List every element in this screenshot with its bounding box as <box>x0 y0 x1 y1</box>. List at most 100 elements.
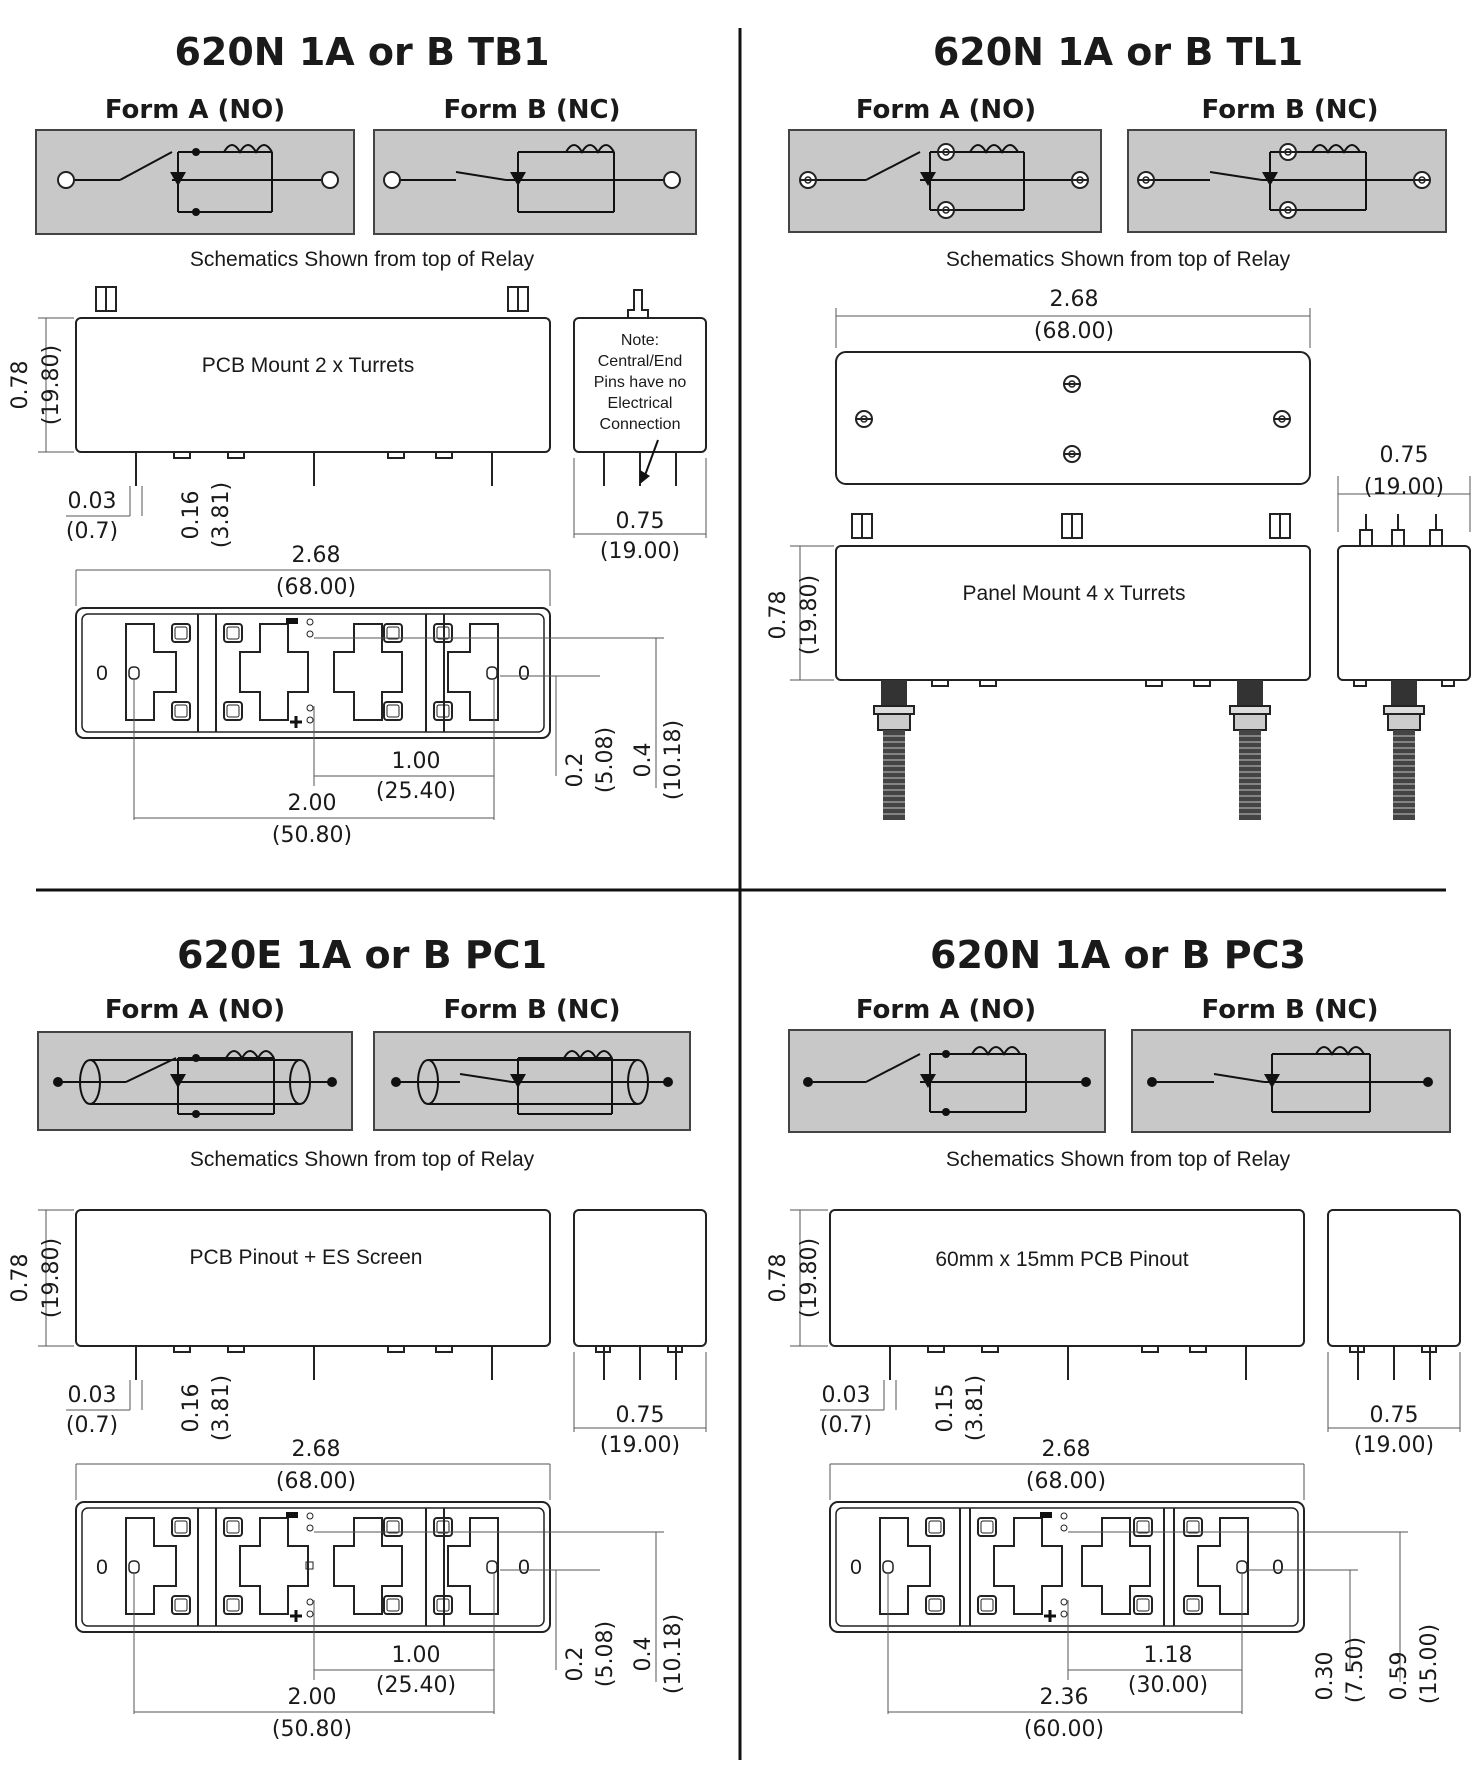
dim-length-mm: (68.00) <box>1034 319 1114 344</box>
quadrant-pc1: 620E 1A or B PC1 Form A (NO) Form B (NC) <box>8 933 707 1742</box>
dim-span-in: 2.36 <box>1040 1685 1089 1710</box>
quadrant-title: 620N 1A or B TL1 <box>933 30 1303 74</box>
form-a-label: Form A (NO) <box>856 95 1036 125</box>
dim-length-in: 2.68 <box>1042 1437 1091 1462</box>
form-b-label: Form B (NC) <box>1201 95 1378 125</box>
schematic-note: Schematics Shown from top of Relay <box>190 1148 535 1171</box>
dim-pitch-in: 1.00 <box>392 749 441 774</box>
dim-width-in: 0.75 <box>616 1403 665 1428</box>
quadrant-pc3: 620N 1A or B PC3 Form A (NO) Form B (NC) <box>766 933 1461 1742</box>
schematic-form-a <box>788 1029 1106 1133</box>
dim-length-in: 2.68 <box>292 543 341 568</box>
side-view: PCB Mount 2 x Turrets 0.78 (19.80) 0.03 … <box>8 286 551 548</box>
dim-off1-in: 0.2 <box>563 1647 588 1682</box>
side-view: Panel Mount 4 x Turrets 0.78 (19.80) <box>766 513 1311 821</box>
body-label: Panel Mount 4 x Turrets <box>963 582 1186 605</box>
svg-text:0: 0 <box>518 1556 530 1579</box>
form-a-label: Form A (NO) <box>856 995 1036 1025</box>
form-b-label: Form B (NC) <box>443 995 620 1025</box>
dim-span-mm: (60.00) <box>1024 1717 1104 1742</box>
dim-pin-len-in: 0.15 <box>933 1384 958 1433</box>
dim-pin-len-mm: (3.81) <box>963 1375 988 1441</box>
schematic-form-b <box>1131 1029 1451 1133</box>
end-view: Note: Central/End Pins have no Electrica… <box>573 289 707 564</box>
dim-width-in: 0.75 <box>1380 443 1429 468</box>
dim-pin-len-in: 0.16 <box>179 1384 204 1433</box>
dim-width-mm: (19.00) <box>600 539 680 564</box>
schematic-note: Schematics Shown from top of Relay <box>946 1148 1291 1171</box>
dim-pin-in: 0.03 <box>68 1383 117 1408</box>
dim-off2-in: 0.4 <box>631 743 656 778</box>
note-line-1: Note: <box>621 332 659 349</box>
end-view: 0.75 (19.00) <box>1327 1209 1461 1458</box>
dim-off2-in: 0.59 <box>1387 1652 1412 1701</box>
bottom-view: 2.68 (68.00) 0 0 <box>75 1437 686 1742</box>
note-line-3: Pins have no <box>594 374 687 391</box>
svg-text:0: 0 <box>850 1556 862 1579</box>
dim-pin-mm: (0.7) <box>66 519 118 544</box>
note-line-2: Central/End <box>598 353 683 370</box>
form-a-label: Form A (NO) <box>105 95 285 125</box>
note-line-4: Electrical <box>608 395 673 412</box>
svg-text:0: 0 <box>96 662 108 685</box>
schematic-note: Schematics Shown from top of Relay <box>190 248 535 271</box>
side-view: PCB Pinout + ES Screen 0.78 (19.80) 0.03… <box>8 1209 551 1441</box>
note-line-5: Connection <box>600 416 681 433</box>
schematic-form-a <box>35 129 355 235</box>
dim-pin-in: 0.03 <box>68 489 117 514</box>
form-b-label: Form B (NC) <box>1201 995 1378 1025</box>
dim-length-in: 2.68 <box>1050 287 1099 312</box>
quadrant-title: 620N 1A or B TB1 <box>174 30 549 74</box>
dim-span-mm: (50.80) <box>272 823 352 848</box>
quadrant-tb1: 620N 1A or B TB1 Form A (NO) Form B (NC) <box>8 30 707 848</box>
dim-span-mm: (50.80) <box>272 1717 352 1742</box>
dim-height-in: 0.78 <box>766 591 791 640</box>
body-label: 60mm x 15mm PCB Pinout <box>935 1248 1188 1271</box>
body-label: PCB Pinout + ES Screen <box>190 1246 423 1269</box>
dim-span-in: 2.00 <box>288 791 337 816</box>
dim-pitch-mm: (25.40) <box>376 1673 456 1698</box>
dim-off1-in: 0.30 <box>1313 1652 1338 1701</box>
schematic-form-b <box>373 129 697 235</box>
dim-pin-mm: (0.7) <box>66 1413 118 1438</box>
dim-off1-mm: (5.08) <box>593 1621 618 1687</box>
svg-text:0: 0 <box>518 662 530 685</box>
end-view: 0.75 (19.00) <box>1337 443 1471 821</box>
dim-height-mm: (19.80) <box>39 1238 64 1318</box>
body-label: PCB Mount 2 x Turrets <box>202 354 414 377</box>
form-a-label: Form A (NO) <box>105 995 285 1025</box>
quadrant-title: 620N 1A or B PC3 <box>930 933 1306 977</box>
dim-off1-mm: (5.08) <box>593 727 618 793</box>
dim-off2-mm: (10.18) <box>661 720 686 800</box>
dim-pitch-mm: (30.00) <box>1128 1673 1208 1698</box>
dim-height-in: 0.78 <box>8 361 33 410</box>
dim-pitch-in: 1.18 <box>1144 1643 1193 1668</box>
schematic-form-a <box>37 1031 353 1131</box>
dim-off1-in: 0.2 <box>563 753 588 788</box>
dim-height-in: 0.78 <box>766 1254 791 1303</box>
dim-height-mm: (19.80) <box>39 345 64 425</box>
quadrant-tl1: 620N 1A or B TL1 Form A (NO) Form B (NC) <box>766 30 1471 821</box>
svg-text:0: 0 <box>1272 1556 1284 1579</box>
end-view: 0.75 (19.00) <box>573 1209 707 1458</box>
dim-pin-mm: (0.7) <box>820 1413 872 1438</box>
dim-length-mm: (68.00) <box>1026 1469 1106 1494</box>
dim-width-in: 0.75 <box>1370 1403 1419 1428</box>
dim-width-mm: (19.00) <box>1364 475 1444 500</box>
dim-pitch-in: 1.00 <box>392 1643 441 1668</box>
dim-length-in: 2.68 <box>292 1437 341 1462</box>
side-view: 60mm x 15mm PCB Pinout 0.78 (19.80) 0.03… <box>766 1209 1305 1441</box>
dim-length-mm: (68.00) <box>276 575 356 600</box>
dim-pin-len-mm: (3.81) <box>209 1375 234 1441</box>
dim-off2-mm: (10.18) <box>661 1614 686 1694</box>
schematic-form-b <box>1127 129 1447 233</box>
dim-height-mm: (19.80) <box>797 1238 822 1318</box>
dim-width-mm: (19.00) <box>1354 1433 1434 1458</box>
dim-width-mm: (19.00) <box>600 1433 680 1458</box>
dim-pin-len-in: 0.16 <box>179 491 204 540</box>
top-view: 2.68 (68.00) <box>835 287 1311 485</box>
quadrant-title: 620E 1A or B PC1 <box>177 933 547 977</box>
dim-span-in: 2.00 <box>288 1685 337 1710</box>
dim-pin-len-mm: (3.81) <box>209 482 234 548</box>
dim-pitch-mm: (25.40) <box>376 779 456 804</box>
